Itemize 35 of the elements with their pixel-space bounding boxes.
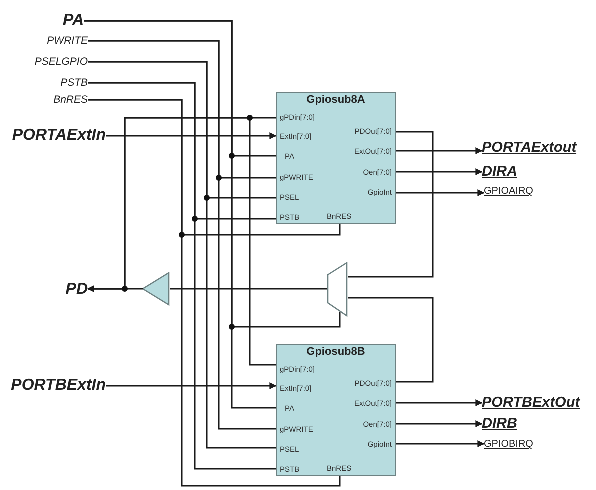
wire (84, 20, 341, 328)
arrow (396, 400, 483, 406)
signal-label: PD (56, 280, 88, 300)
arrow (396, 190, 485, 196)
arrow (106, 382, 277, 390)
signal-label: PORTAExtout (482, 139, 594, 157)
signal-label: GPIOAIRQ (484, 185, 546, 198)
wire (88, 117, 276, 366)
arrow (396, 148, 483, 154)
signal-label: PSTB (48, 76, 88, 90)
signal-label: DIRA (482, 163, 528, 181)
multiplexer-symbol (327, 262, 348, 317)
signal-label: PSELGPIO (20, 55, 88, 69)
block-title: Gpiosub8A (306, 95, 366, 106)
buffer-symbol (143, 272, 170, 306)
module-block (276, 344, 396, 476)
signal-label: PA (44, 11, 84, 31)
arrow (396, 440, 485, 448)
signal-label: PORTBExtOut (482, 394, 594, 412)
signal-label: DIRB (482, 415, 528, 433)
arrow (396, 420, 483, 428)
arrow (396, 168, 483, 176)
wire (170, 288, 327, 290)
arrow (87, 286, 143, 292)
wire (88, 99, 341, 487)
arrow (106, 132, 277, 140)
wire (348, 131, 434, 278)
signal-label: PWRITE (28, 34, 88, 48)
signal-label: PORTBExtIn (2, 376, 106, 396)
signal-label: PORTAExtIn (2, 126, 106, 146)
signal-label: GPIOBIRQ (484, 438, 546, 451)
wire (348, 297, 434, 383)
module-block (276, 92, 396, 224)
signal-label: BnRES (38, 93, 88, 107)
block-title: Gpiosub8B (306, 347, 366, 358)
